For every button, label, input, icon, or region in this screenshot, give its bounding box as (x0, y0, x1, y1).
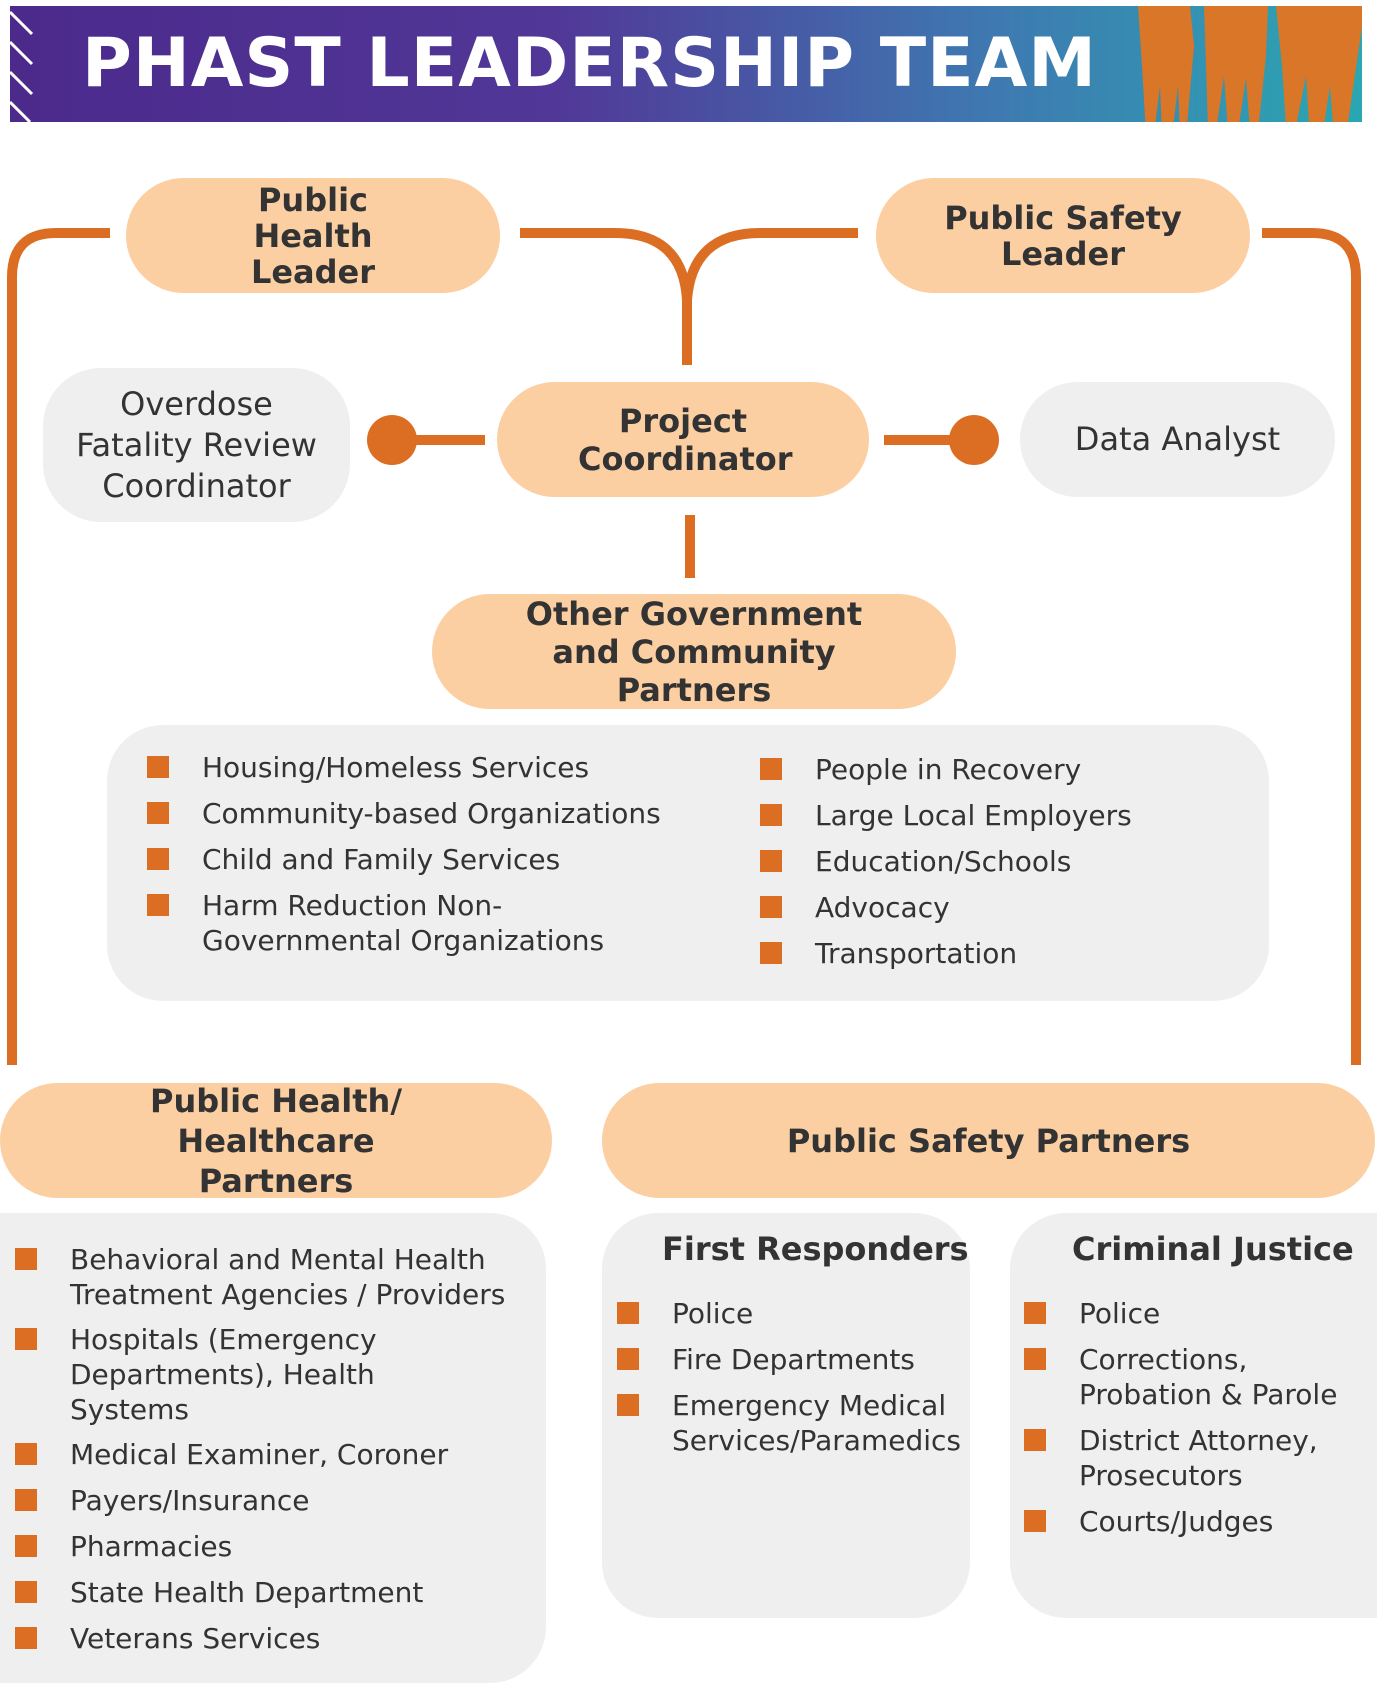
bullet-square-icon (1024, 1510, 1046, 1532)
ofr-coordinator-node: Overdose Fatality Review Coordinator (43, 368, 350, 522)
list-item: Child and Family Services (147, 842, 707, 877)
list-item: State Health Department (15, 1575, 525, 1610)
safety-partners-node: Public Safety Partners (602, 1083, 1375, 1198)
list-item: Emergency Medical Services/Paramedics (617, 1388, 962, 1458)
list-item: Corrections, Probation & Parole (1024, 1342, 1349, 1412)
list-item: Hospitals (Emergency Departments), Healt… (15, 1322, 500, 1427)
other-partners-left-list: Housing/Homeless Services Community-base… (147, 750, 707, 958)
bullet-square-icon (1024, 1348, 1046, 1370)
list-item: Fire Departments (617, 1342, 962, 1377)
bullet-square-icon (147, 756, 169, 778)
first-responders-title: First Responders (662, 1230, 969, 1268)
data-analyst-label: Data Analyst (1074, 420, 1281, 458)
bullet-square-icon (15, 1443, 37, 1465)
criminal-justice-title: Criminal Justice (1072, 1230, 1354, 1268)
bullet-square-icon (617, 1302, 639, 1324)
list-item: Large Local Employers (760, 798, 1240, 833)
bullet-square-icon (760, 942, 782, 964)
list-item: Veterans Services (15, 1621, 525, 1656)
list-item: Police (617, 1296, 962, 1331)
first-responders-card (602, 1213, 970, 1618)
data-analyst-node: Data Analyst (1020, 382, 1335, 497)
bullet-square-icon (760, 896, 782, 918)
list-item: Housing/Homeless Services (147, 750, 707, 785)
bullet-square-icon (147, 894, 169, 916)
bullet-square-icon (1024, 1302, 1046, 1324)
public-safety-leader-label: Public Safety Leader (944, 198, 1182, 273)
people-silhouette-icon (1138, 6, 1362, 122)
public-safety-leader-node: Public Safety Leader (876, 178, 1250, 293)
safety-partners-title: Public Safety Partners (786, 1121, 1191, 1160)
bullet-square-icon (617, 1348, 639, 1370)
bullet-square-icon (15, 1248, 37, 1270)
criminal-justice-card (1010, 1213, 1377, 1618)
list-item: Medical Examiner, Coroner (15, 1437, 525, 1472)
list-item: Behavioral and Mental Health Treatment A… (15, 1242, 530, 1312)
other-partners-node: Other Government and Community Partners (432, 594, 956, 709)
list-item: District Attorney, Prosecutors (1024, 1423, 1349, 1493)
right-connector-dot (949, 415, 999, 465)
bullet-square-icon (1024, 1429, 1046, 1451)
list-item: Police (1024, 1296, 1369, 1331)
bullet-square-icon (760, 758, 782, 780)
page-title: PHAST LEADERSHIP TEAM (82, 24, 1097, 103)
other-partners-title: Other Government and Community Partners (525, 594, 863, 709)
health-partners-node: Public Health/ Healthcare Partners (0, 1081, 552, 1200)
bullet-square-icon (15, 1535, 37, 1557)
left-connector-dot (367, 415, 417, 465)
ofr-coordinator-label: Overdose Fatality Review Coordinator (76, 384, 317, 505)
left-outer-connector (7, 228, 110, 1065)
health-partners-list: Behavioral and Mental Health Treatment A… (15, 1242, 525, 1656)
first-responders-list: Police Fire Departments Emergency Medica… (617, 1296, 962, 1458)
list-item: Pharmacies (15, 1529, 525, 1564)
bullet-square-icon (147, 848, 169, 870)
project-coordinator-label: Project Coordinator (578, 401, 793, 478)
other-partners-card (107, 725, 1269, 1001)
list-item: Courts/Judges (1024, 1504, 1369, 1539)
list-item: Education/Schools (760, 844, 1240, 879)
bullet-square-icon (15, 1581, 37, 1603)
public-health-leader-node: Public Health Leader (126, 178, 500, 293)
criminal-justice-list: Police Corrections, Probation & Parole D… (1024, 1296, 1369, 1539)
leaders-fork-right (682, 228, 858, 301)
list-item: Transportation (760, 936, 1240, 971)
bullet-square-icon (15, 1627, 37, 1649)
list-item: People in Recovery (760, 752, 1240, 787)
bullet-square-icon (760, 804, 782, 826)
list-item: Advocacy (760, 890, 1240, 925)
bullet-square-icon (617, 1394, 639, 1416)
banner-stripe-pattern (10, 10, 34, 122)
public-health-leader-label: Public Health Leader (250, 180, 376, 291)
right-outer-connector (1262, 228, 1361, 1065)
health-partners-card (0, 1213, 546, 1683)
header-banner: PHAST LEADERSHIP TEAM (10, 6, 1362, 122)
project-coordinator-node: Project Coordinator (497, 382, 869, 497)
bullet-square-icon (760, 850, 782, 872)
list-item: Payers/Insurance (15, 1483, 525, 1518)
leaders-fork-left (520, 228, 692, 365)
bullet-square-icon (147, 802, 169, 824)
list-item: Community-based Organizations (147, 796, 707, 831)
other-partners-right-list: People in Recovery Large Local Employers… (760, 752, 1240, 971)
bullet-square-icon (15, 1328, 37, 1350)
list-item: Harm Reduction Non-Governmental Organiza… (147, 888, 702, 958)
health-partners-title: Public Health/ Healthcare Partners (150, 1081, 402, 1200)
bullet-square-icon (15, 1489, 37, 1511)
